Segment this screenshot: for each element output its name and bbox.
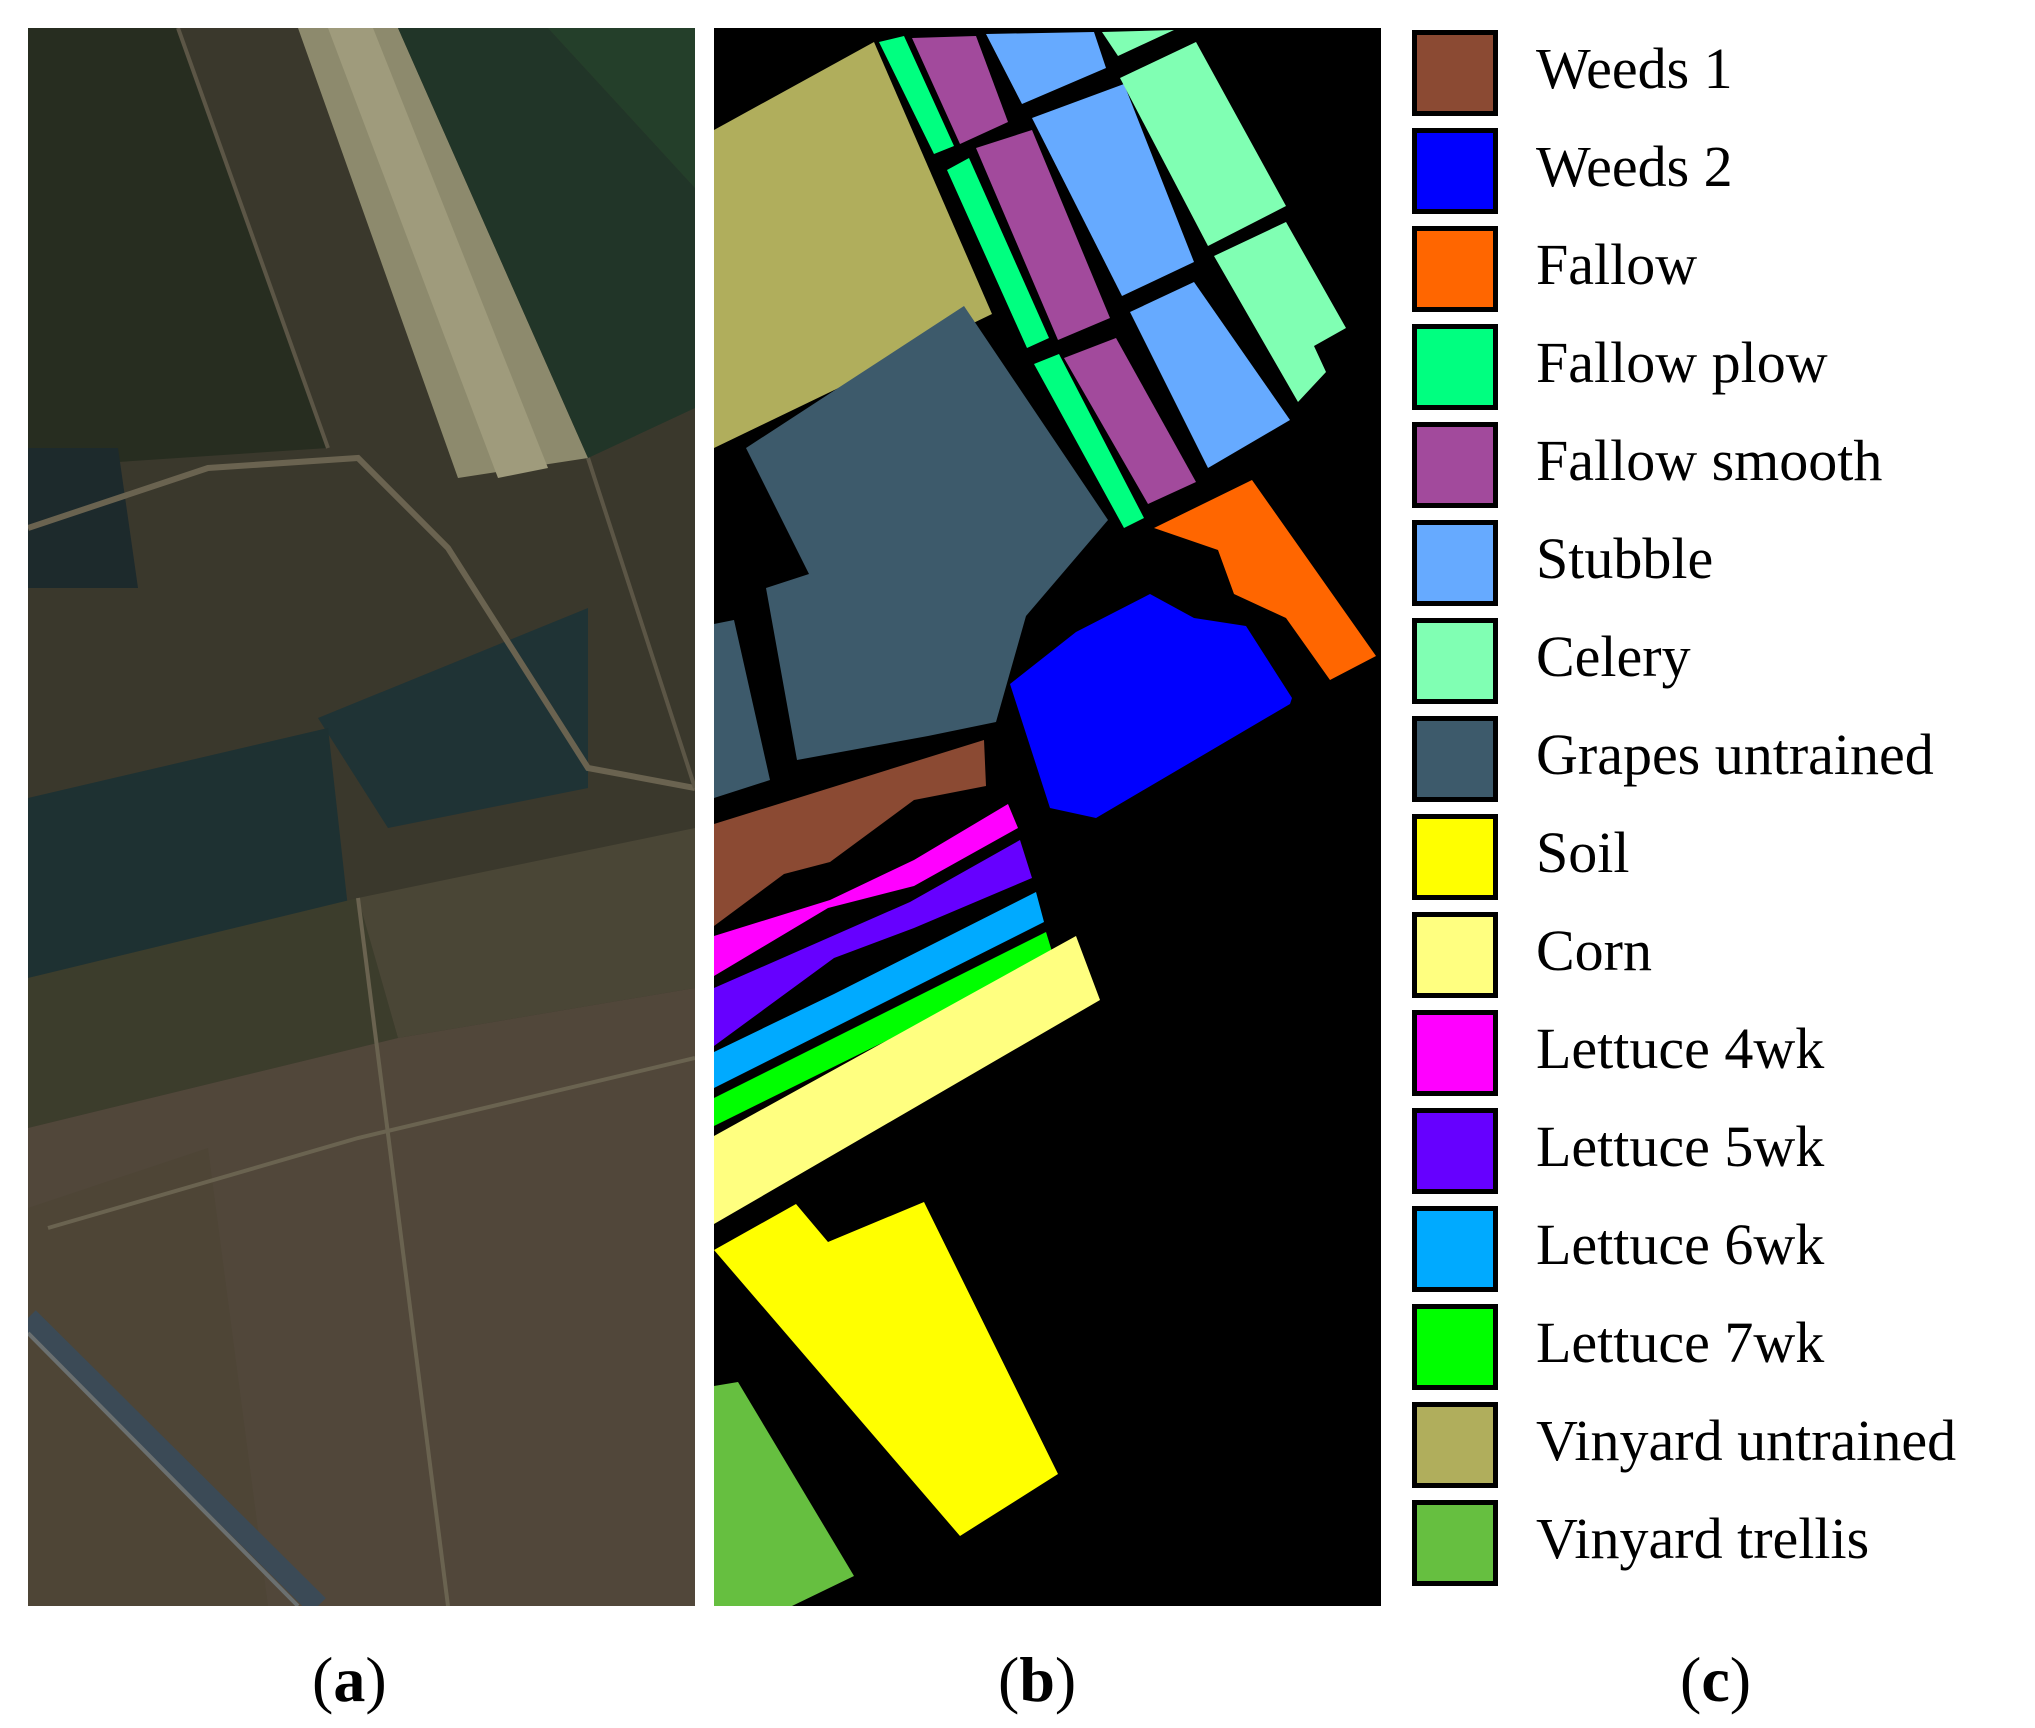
legend-item: Fallow smooth [1412,422,2012,510]
legend-label: Lettuce 4wk [1536,1016,1825,1081]
legend-swatch [1412,1206,1498,1292]
legend-label: Lettuce 6wk [1536,1212,1825,1277]
region-fallow [1154,480,1376,680]
region-corn [714,936,1100,1224]
legend-item: Lettuce 4wk [1412,1010,2012,1098]
legend-label: Fallow [1536,232,1698,297]
satellite-image-drawing [28,28,695,1606]
caption-c: (c) [1680,1644,1752,1715]
legend-item: Fallow [1412,226,2012,314]
legend-label: Soil [1536,820,1630,885]
ground-truth-map [714,28,1381,1606]
region-weeds-1 [714,740,986,926]
legend-item: Grapes untrained [1412,716,2012,804]
region-weeds-2 [1010,594,1292,818]
legend-label: Lettuce 5wk [1536,1114,1825,1179]
legend-swatch [1412,324,1498,410]
legend-label: Lettuce 7wk [1536,1310,1825,1375]
legend-swatch [1412,1500,1498,1586]
legend-swatch [1412,912,1498,998]
region-grapes-untrained-2 [714,620,770,798]
legend-swatch [1412,1010,1498,1096]
satellite-image [28,28,695,1606]
ground-truth-map-drawing [714,28,1381,1606]
legend-label: Weeds 2 [1536,134,1733,199]
caption-a: (a) [312,1644,387,1715]
legend-swatch [1412,716,1498,802]
legend-swatch [1412,1304,1498,1390]
caption-b: (b) [998,1644,1077,1715]
legend-item: Celery [1412,618,2012,706]
legend-label: Corn [1536,918,1652,983]
legend-item: Weeds 1 [1412,30,2012,118]
legend-swatch [1412,128,1498,214]
legend-label: Vinyard untrained [1536,1408,1957,1473]
region-grapes-untrained [746,306,1108,760]
legend-swatch [1412,1402,1498,1488]
legend-item: Vinyard trellis [1412,1500,2012,1588]
legend-label: Fallow smooth [1536,428,1883,493]
legend-label: Stubble [1536,526,1714,591]
legend-swatch [1412,30,1498,116]
legend-swatch [1412,1108,1498,1194]
legend-item: Lettuce 6wk [1412,1206,2012,1294]
legend-label: Vinyard trellis [1536,1506,1870,1571]
legend-swatch [1412,422,1498,508]
legend-swatch [1412,520,1498,606]
legend-item: Stubble [1412,520,2012,608]
legend-label: Fallow plow [1536,330,1828,395]
region-vinyard-trellis [714,1382,854,1606]
region-soil [714,1202,1058,1536]
legend-item: Vinyard untrained [1412,1402,2012,1490]
legend-label: Celery [1536,624,1691,689]
legend-label: Weeds 1 [1536,36,1733,101]
legend-item: Corn [1412,912,2012,1000]
legend-item: Fallow plow [1412,324,2012,412]
legend-label: Grapes untrained [1536,722,1934,787]
legend-item: Soil [1412,814,2012,902]
legend-item: Lettuce 7wk [1412,1304,2012,1392]
legend-swatch [1412,814,1498,900]
legend-item: Weeds 2 [1412,128,2012,216]
legend-item: Lettuce 5wk [1412,1108,2012,1196]
legend-swatch [1412,226,1498,312]
legend-swatch [1412,618,1498,704]
